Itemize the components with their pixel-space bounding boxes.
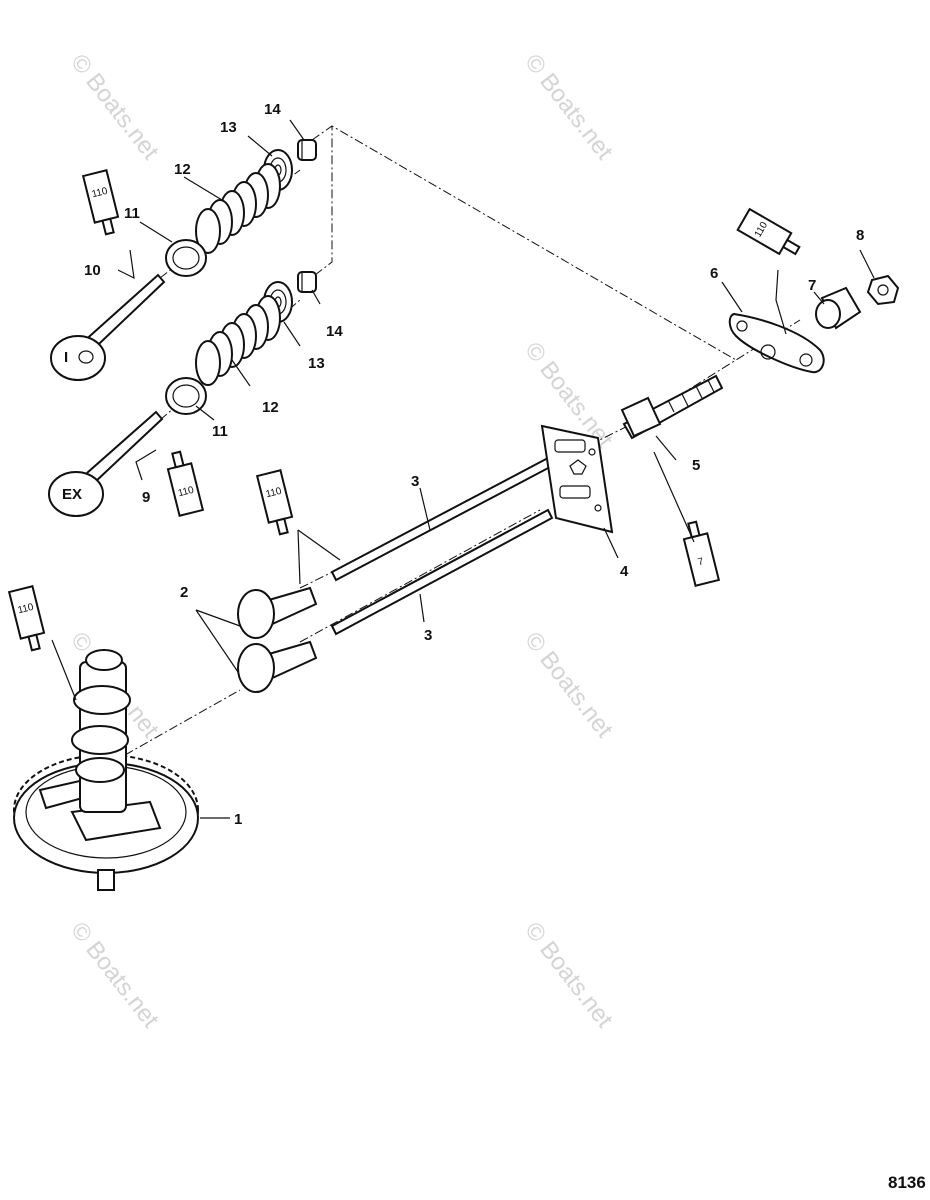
lubricant-tube: 110 xyxy=(166,450,205,517)
push-rod-lower xyxy=(330,508,554,636)
callout-13-upper: 13 xyxy=(220,119,237,136)
callout-7: 7 xyxy=(808,277,816,294)
callout-14-lower: 14 xyxy=(326,323,343,340)
rocker-pivot xyxy=(815,286,862,330)
callout-12-upper: 12 xyxy=(174,161,191,178)
camshaft xyxy=(71,649,131,813)
watermarks: © Boats.net © Boats.net © Boats.net © Bo… xyxy=(65,49,618,1033)
callouts: 1 2 3 3 4 5 6 7 8 9 10 11 11 12 12 13 13… xyxy=(84,101,864,828)
callout-5: 5 xyxy=(692,457,700,474)
push-rod-guide-plate xyxy=(540,424,614,534)
callout-14-upper: 14 xyxy=(264,101,281,118)
callout-11-upper: 11 xyxy=(124,205,140,222)
valve-spring-lower xyxy=(195,295,281,386)
lubricant-code: 110 xyxy=(177,485,196,500)
callout-10: 10 xyxy=(84,262,101,279)
lubricant-code: 110 xyxy=(91,186,110,201)
exhaust-valve: EX xyxy=(48,410,164,517)
rocker-nut xyxy=(866,274,900,306)
watermark: © Boats.net xyxy=(519,627,618,743)
callout-6: 6 xyxy=(710,265,718,282)
callout-13-lower: 13 xyxy=(308,355,325,372)
valve-spring-upper xyxy=(195,163,281,254)
tappet-upper xyxy=(237,586,318,639)
lubricant-code: 7 xyxy=(697,556,705,568)
valve-keeper-lower xyxy=(297,271,317,293)
lubricant-tube: 110 xyxy=(736,207,801,256)
watermark: © Boats.net xyxy=(65,917,164,1033)
watermark: © Boats.net xyxy=(519,49,618,165)
lubricant-code: 110 xyxy=(265,486,284,501)
tappet-lower xyxy=(237,640,318,693)
valve-keeper-upper xyxy=(297,139,317,161)
callout-12-lower: 12 xyxy=(262,399,279,416)
callout-3-upper: 3 xyxy=(411,473,419,490)
lubricant-code: 110 xyxy=(17,602,36,617)
spring-washer-upper xyxy=(165,239,207,277)
lubricant-tube: 110 xyxy=(255,469,294,536)
callout-9: 9 xyxy=(142,489,150,506)
callout-1: 1 xyxy=(234,811,242,828)
watermark: © Boats.net xyxy=(65,49,164,165)
leader-lines xyxy=(51,119,875,819)
callout-3-lower: 3 xyxy=(424,627,432,644)
callout-8: 8 xyxy=(856,227,864,244)
lubricant-tube: 110 xyxy=(81,169,120,236)
lubricant-tube: 110 xyxy=(7,585,46,652)
exhaust-valve-face-label: EX xyxy=(62,486,82,503)
rocker-arm xyxy=(728,312,825,374)
figure-number: 8136 xyxy=(888,1173,926,1192)
callout-11-lower: 11 xyxy=(212,423,228,440)
callout-2: 2 xyxy=(180,584,188,601)
lubricant-tube: 7 xyxy=(682,520,721,587)
push-rod-upper xyxy=(330,456,554,582)
intake-valve-face-label: I xyxy=(64,349,68,366)
intake-valve: I xyxy=(50,273,166,381)
rocker-stud xyxy=(620,374,724,440)
callout-4: 4 xyxy=(620,563,629,580)
watermark: © Boats.net xyxy=(519,917,618,1033)
spring-washer-lower xyxy=(165,377,207,415)
